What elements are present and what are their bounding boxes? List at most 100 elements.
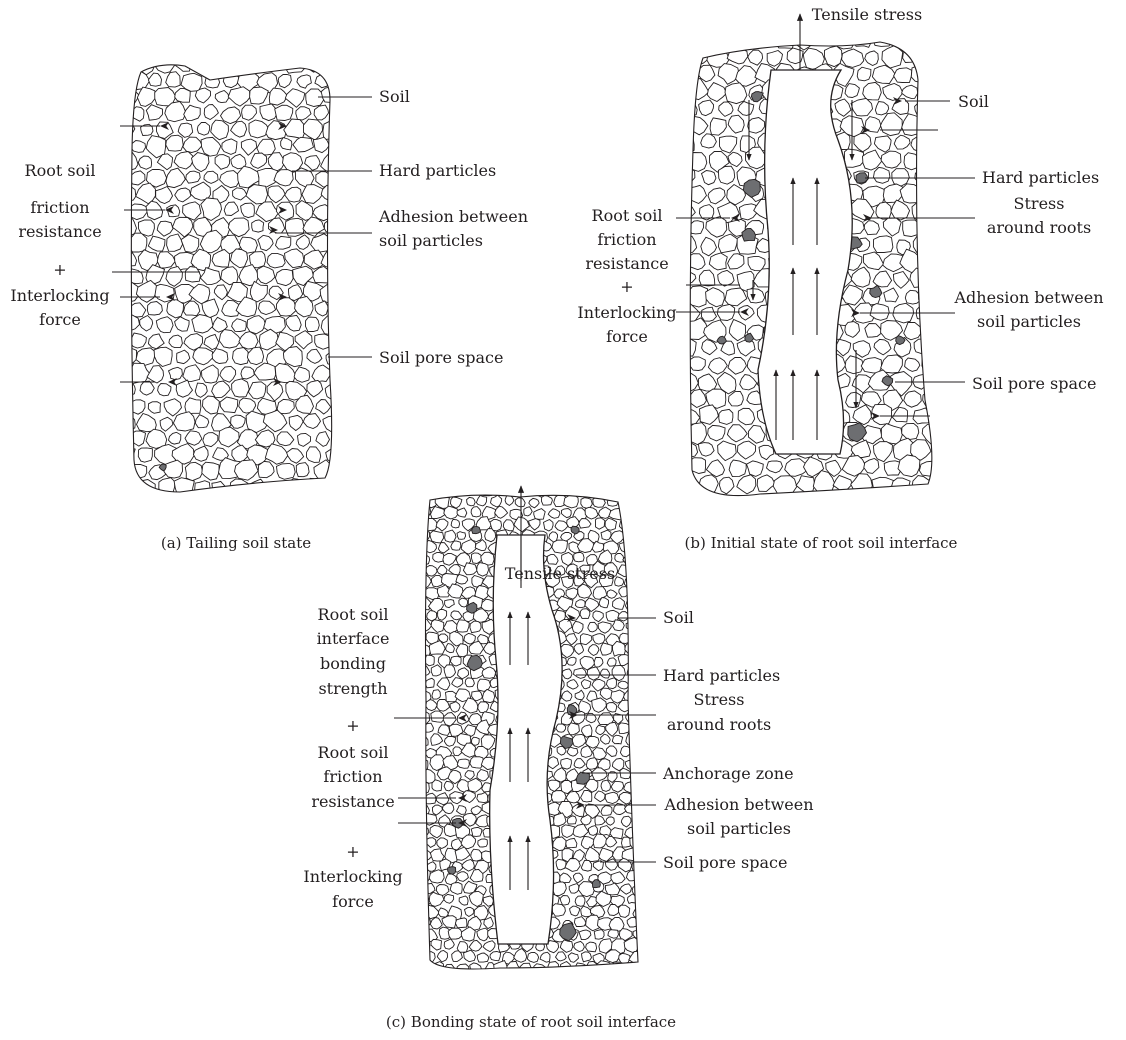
label-b-around-roots: around roots xyxy=(987,218,1091,237)
label-c-anchorage: Anchorage zone xyxy=(662,764,794,783)
soil-pebble xyxy=(572,734,586,747)
soil-pebble xyxy=(863,150,883,170)
soil-pebble xyxy=(633,908,645,918)
soil-pebble xyxy=(630,676,645,690)
soil-pebble xyxy=(477,953,489,962)
soil-pebble xyxy=(529,519,541,530)
soil-pebble xyxy=(598,482,611,494)
soil-pebble xyxy=(911,135,928,152)
soil-pebble xyxy=(503,520,514,531)
soil-pebble xyxy=(457,532,466,540)
soil-pebble xyxy=(294,367,309,382)
soil-pebble xyxy=(469,940,481,951)
soil-pebble xyxy=(773,476,797,495)
soil-pebble xyxy=(608,930,619,939)
soil-pebble xyxy=(568,723,580,735)
label-c-soil: Soil xyxy=(663,608,694,627)
soil-pebble xyxy=(268,483,282,495)
soil-pebble xyxy=(228,87,250,106)
label-a-adhesion-1: Adhesion between xyxy=(378,207,528,226)
soil-pebble xyxy=(257,266,275,284)
soil-pebble xyxy=(568,953,578,963)
label-b-friction: friction xyxy=(597,230,656,249)
soil-pebble xyxy=(442,916,456,928)
soil-pebble xyxy=(561,509,571,518)
labels-a-right: Soil Hard particles Adhesion between soi… xyxy=(378,87,528,367)
soil-pebble xyxy=(193,446,208,461)
soil-pebble xyxy=(508,483,522,495)
soil-pebble xyxy=(767,461,783,473)
soil-pebble xyxy=(431,665,441,676)
soil-pebble xyxy=(846,392,861,407)
soil-pebble xyxy=(456,575,468,585)
soil-pebble xyxy=(259,301,276,315)
soil-pebble xyxy=(630,836,643,849)
soil-pebble xyxy=(204,171,218,183)
soil-pebble xyxy=(598,550,612,564)
soil-pebble xyxy=(195,88,210,103)
soil-pebble xyxy=(589,826,598,836)
soil-pebble xyxy=(169,432,181,444)
soil-pebble xyxy=(470,869,483,881)
soil-pebble xyxy=(431,939,442,950)
soil-pebble xyxy=(893,30,912,49)
soil-pebble xyxy=(738,101,754,115)
soil-pebble xyxy=(621,816,631,827)
soil-pebble xyxy=(467,497,476,505)
soil-pebble xyxy=(305,156,321,171)
soil-pebble xyxy=(239,398,256,413)
label-c-friction: friction xyxy=(323,767,382,786)
soil-pebble xyxy=(706,288,725,307)
soil-pebble xyxy=(192,315,213,334)
soil-pebble xyxy=(140,381,154,395)
soil-pebble xyxy=(118,315,139,331)
soil-pebble xyxy=(457,759,469,768)
soil-pebble xyxy=(634,793,643,802)
soil-pebble xyxy=(221,267,238,285)
soil-pebble xyxy=(465,907,474,916)
soil-pebble xyxy=(864,252,884,270)
soil-pebble xyxy=(552,904,565,916)
soil-pebble xyxy=(156,187,173,204)
soil-pebble xyxy=(230,479,249,497)
soil-pebble xyxy=(524,507,532,516)
soil-pebble xyxy=(586,961,598,974)
soil-pebble xyxy=(233,188,247,200)
soil-pebble xyxy=(891,200,910,220)
soil-pebble xyxy=(893,272,909,289)
soil-pebble xyxy=(632,632,644,643)
soil-pebble xyxy=(174,478,194,497)
soil-pebble xyxy=(597,961,611,975)
soil-pebble xyxy=(495,484,505,493)
soil-pebble xyxy=(158,384,171,396)
soil-pebble xyxy=(438,725,450,736)
soil-pebble xyxy=(606,678,616,689)
soil-pebble xyxy=(923,253,941,271)
soil-pebble xyxy=(258,461,274,477)
soil-pebble xyxy=(681,205,695,217)
soil-pebble xyxy=(916,305,928,319)
soil-pebble xyxy=(287,449,304,464)
soil-pebble xyxy=(729,460,746,477)
label-a-interlocking: Interlocking xyxy=(10,286,109,305)
soil-pebble xyxy=(601,780,611,791)
soil-pebble xyxy=(278,74,291,87)
soil-pebble xyxy=(678,236,696,254)
soil-pebble xyxy=(423,519,438,532)
soil-pebble xyxy=(127,204,148,220)
soil-pebble xyxy=(426,700,437,711)
label-b-plus: + xyxy=(620,277,633,296)
soil-pebble xyxy=(595,791,605,802)
soil-pebble xyxy=(477,679,490,691)
soil-pebble xyxy=(925,187,938,202)
soil-pebble xyxy=(444,665,456,678)
soil-pebble xyxy=(229,53,248,72)
soil-pebble xyxy=(540,952,550,962)
soil-pebble xyxy=(718,64,739,85)
soil-pebble xyxy=(166,267,183,287)
soil-pebble xyxy=(457,508,467,517)
soil-pebble xyxy=(689,389,706,407)
labels-c-right: Soil Hard particles Stress around roots … xyxy=(662,608,814,872)
label-c-tensile: Tensile stress xyxy=(505,564,615,583)
soil-pebble xyxy=(122,480,135,493)
